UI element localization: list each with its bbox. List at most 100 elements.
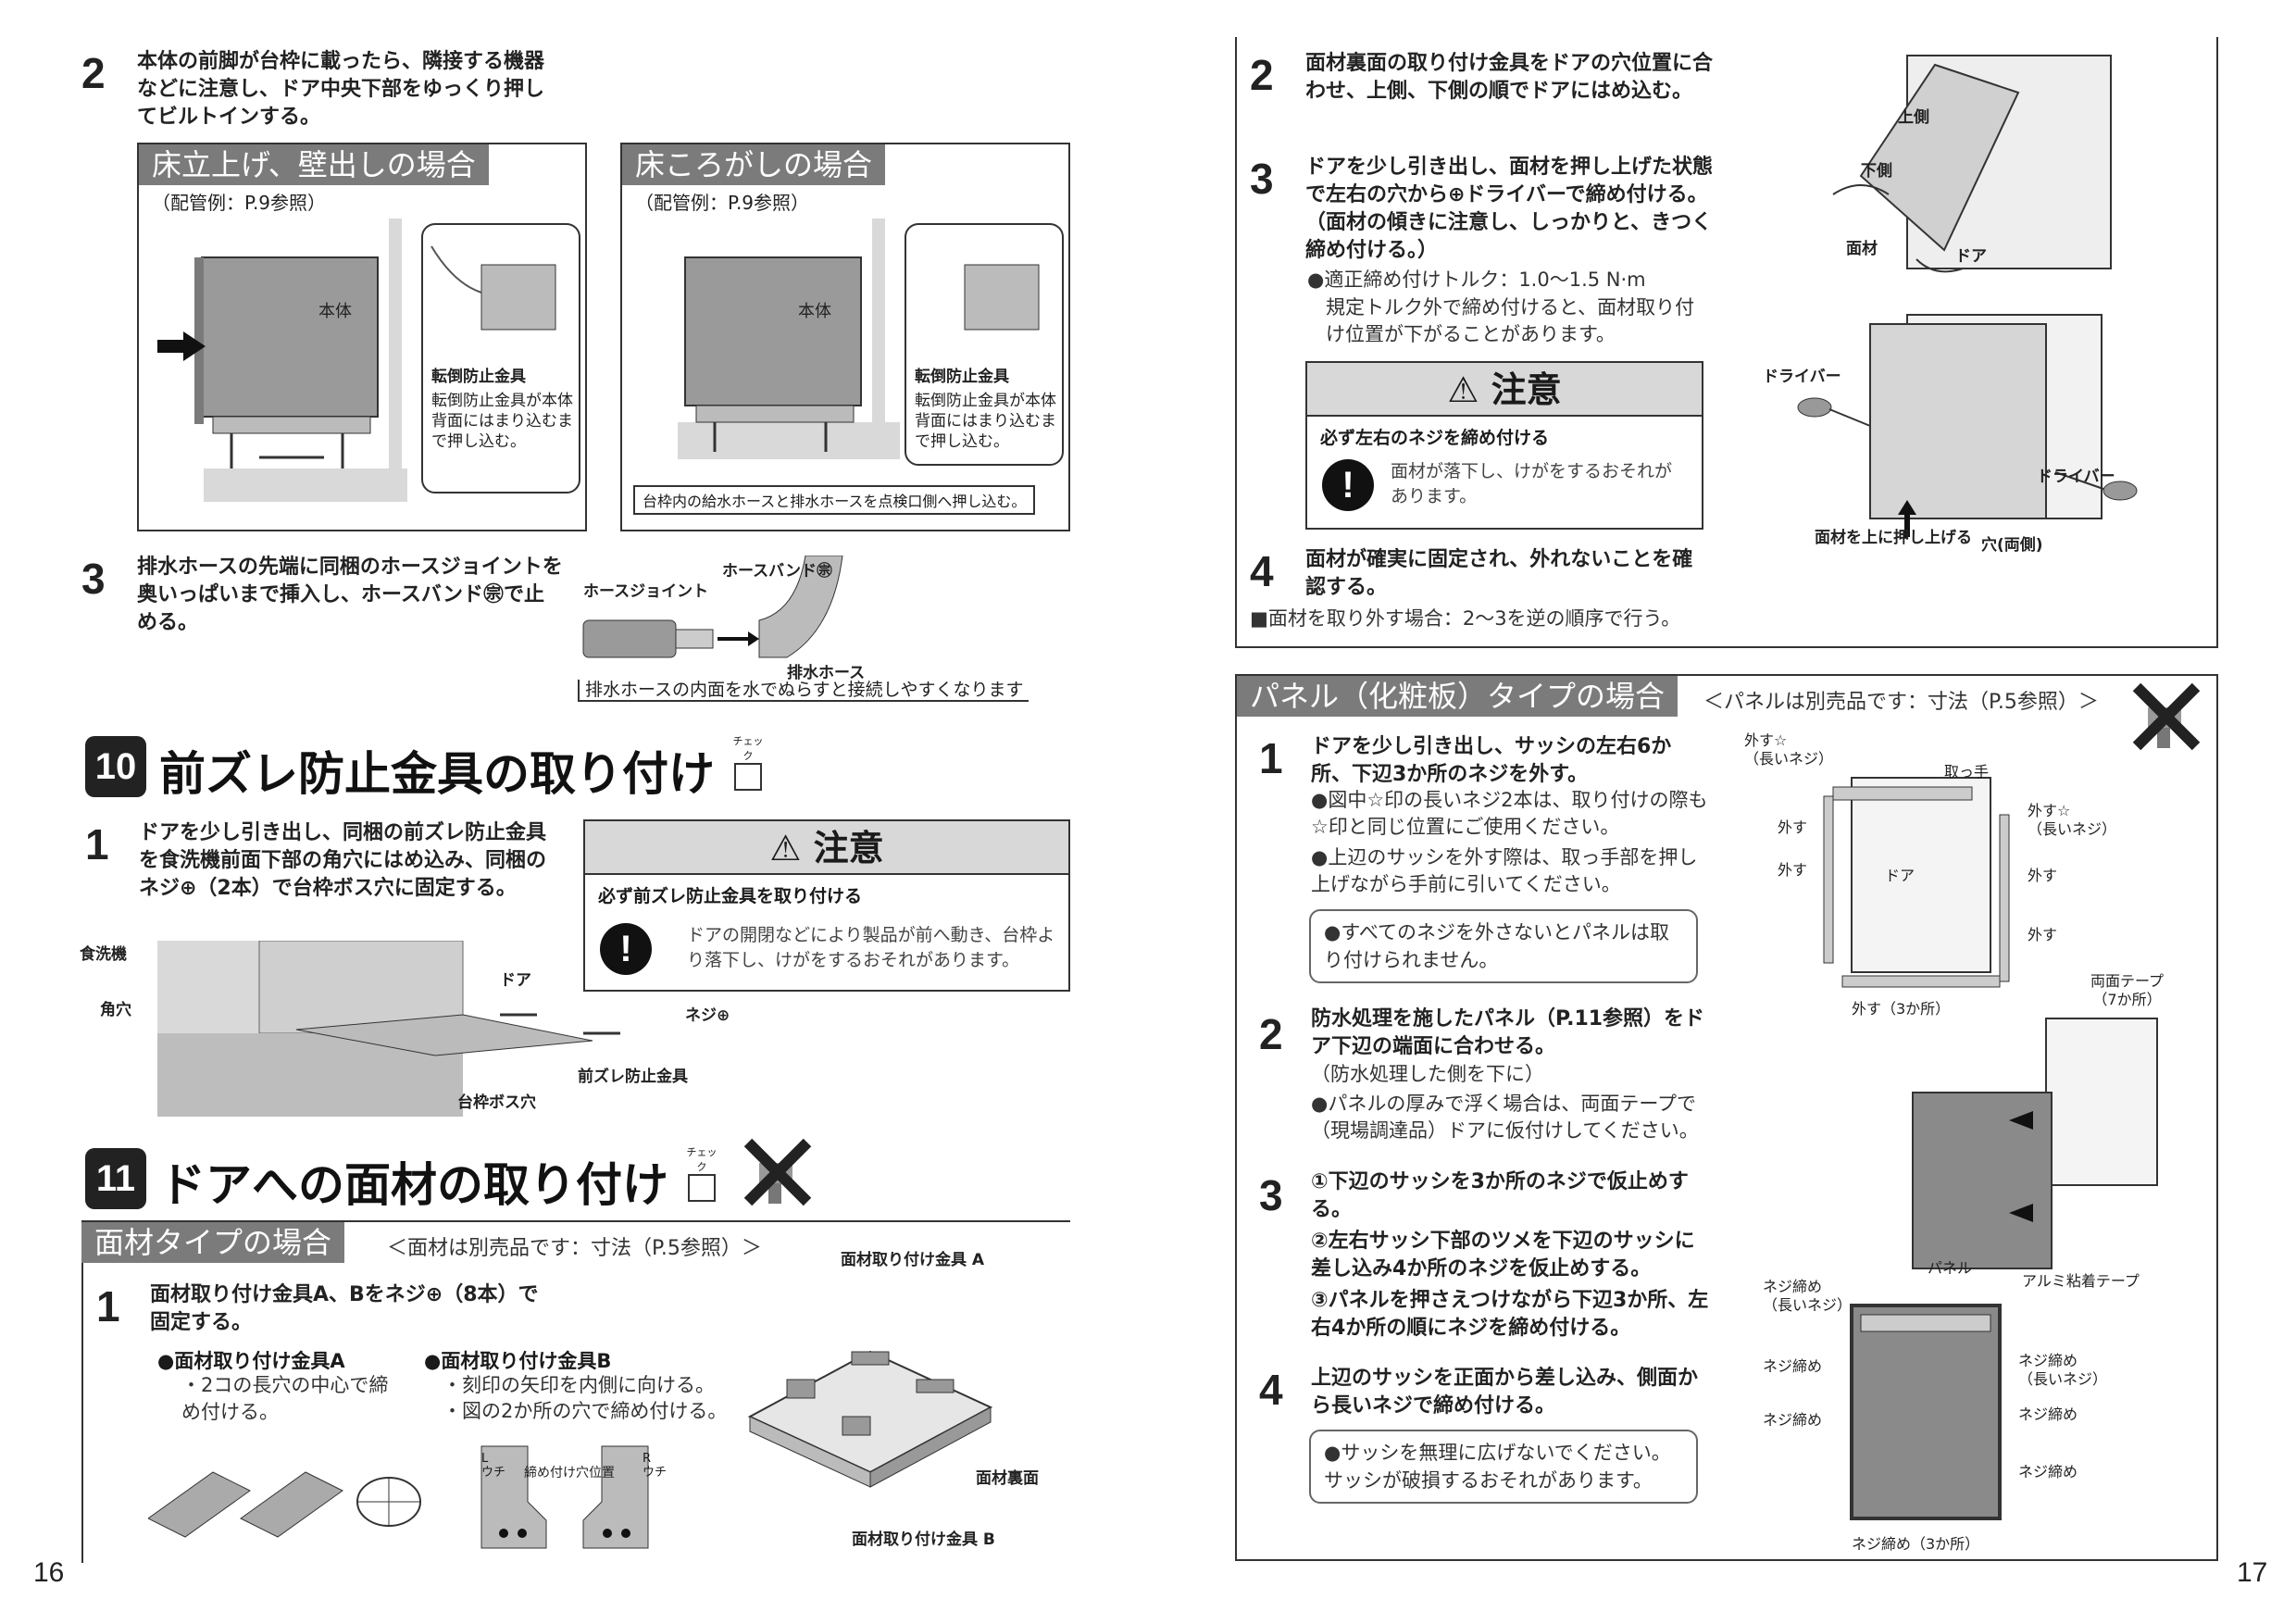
step-text: 本体の前脚が台枠に載ったら、隣接する機器などに注意し、ドア中央下部をゆっくり押し… [137, 50, 545, 129]
bracket-b-diagram [480, 1445, 649, 1549]
exclamation-icon: ! [600, 923, 652, 975]
bullet-note: ●上辺のサッシを外す際は、取っ手部を押し上げながら手前に引いてください。 [1311, 846, 1698, 895]
step-text: 防水処理を施したパネル（P.11参照）をドア下辺の端面に合わせる。 [1311, 1007, 1705, 1058]
check-box[interactable]: チェック [685, 1144, 718, 1202]
handle-label: 取っ手 [1944, 763, 1990, 781]
drain-hose-label: 排水ホース [787, 664, 866, 682]
bracket-label: 転倒防止金具 [915, 368, 1009, 386]
bracket-label: 転倒防止金具 [431, 368, 526, 386]
no-power-drill-icon [743, 1138, 812, 1206]
position-label: 締め付け穴位置 [524, 1466, 615, 1480]
check-box[interactable]: チェック [731, 733, 765, 791]
notice-box: ●すべてのネジを外さないとパネルは取り付けられません。 [1309, 909, 1698, 983]
panel-screw-diagram [1797, 314, 2138, 537]
step-number: 2 [1250, 51, 1274, 99]
fig-bracket-b-label: 面材取り付け金具 B [852, 1530, 995, 1549]
remove-label: 外す [1778, 818, 1808, 836]
fig-panel-back-label: 面材裏面 [976, 1469, 1039, 1488]
step-text: ドアを少し引き出し、面材を押し上げた状態で左右の穴から⊕ドライバーで締め付ける。… [1305, 156, 1714, 262]
step-subtext: （防水処理した側を下に） [1311, 1063, 1544, 1085]
hose-joint-diagram [582, 556, 843, 658]
remove-bottom-label: 外す（3か所） [1852, 1000, 1951, 1018]
step-number: 3 [1250, 155, 1274, 203]
lower-side-label: 下側 [1861, 162, 1892, 181]
section-number: 11 [85, 1148, 146, 1209]
caution-body: 面材が落下し、けがをするおそれがあります。 [1391, 461, 1673, 506]
step-text: 排水ホースの先端に同梱のホースジョイントを奥いっぱいまで挿入し、ホースバンド㊪で… [137, 556, 563, 634]
panel-type-note: ＜パネルは別売品です：寸法（P.5参照）＞ [1703, 691, 2099, 714]
screw-label: ネジ⊕ [685, 1006, 730, 1025]
step-text: ドアを少し引き出し、サッシの左右6か所、下辺3か所のネジを外す。 [1311, 735, 1672, 786]
front-bracket-diagram [157, 941, 620, 1117]
door-label: ドア [1955, 247, 1987, 266]
caution-head: ⚠ 注意 [585, 821, 1068, 875]
tape-label: 両面テープ （7か所） [2090, 972, 2165, 1008]
caution-box: ⚠ 注意 必ず前ズレ防止金具を取り付ける ! ドアの開閉などにより製品が前へ動き… [583, 819, 1070, 992]
bracket-note: 転倒防止金具が本体背面にはまり込むまで押し込む。 [915, 392, 1056, 451]
sash-removal-diagram [1823, 777, 2010, 988]
tighten-bottom-label: ネジ締め（3か所） [1852, 1535, 1980, 1553]
warning-triangle-icon: ⚠ [1447, 369, 1479, 410]
section-title: ドアへの面材の取り付け [159, 1158, 668, 1212]
bracket-b-note2: ・図の2か所の穴で締め付ける。 [443, 1400, 728, 1422]
torque-note: 規定トルク外で締め付けると、面材取り付け位置が下がることがあります。 [1326, 296, 1695, 345]
step-number: 3 [81, 555, 106, 603]
step-text: 面材取り付け金具A、Bをネジ⊕（8本）で固定する。 [150, 1283, 539, 1334]
panel-tighten-diagram [1850, 1304, 2002, 1520]
bracket-b-title: ●面材取り付け金具B [424, 1350, 612, 1372]
case-ref: （配管例：P.9参照） [635, 192, 810, 214]
caution-body: ドアの開閉などにより製品が前へ動き、台枠より落下し、けがをするおそれがあります。 [687, 925, 1055, 970]
tighten-long-label: ネジ締め （長いネジ） [2018, 1352, 2108, 1388]
section-number: 10 [85, 736, 146, 797]
section-title: 前ズレ防止金具の取り付け [159, 747, 715, 801]
hose-joint-label: ホースジョイント [583, 582, 709, 601]
page-number: 16 [33, 1557, 65, 1588]
panel-type-frame [1235, 674, 2218, 1561]
panel-type-bar: パネル（化粧板）タイプの場合 [1237, 676, 1678, 717]
exclamation-icon: ! [1322, 459, 1374, 511]
notice-box: ●サッシを無理に広げないでください。サッシが破損するおそれがあります。 [1309, 1430, 1698, 1504]
caution-sub: 必ず前ズレ防止金具を取り付ける [598, 886, 863, 906]
right-top-frame [1235, 37, 2218, 648]
push-up-label: 面材を上に押し上げる [1815, 529, 1972, 547]
step-text: ③パネルを押さえつけながら下辺3か所、左右4か所の順にネジを締め付ける。 [1311, 1289, 1709, 1340]
bracket-b-note1: ・刻印の矢印を内側に向ける。 [443, 1374, 715, 1396]
bullet-note: ●パネルの厚みで浮く場合は、両面テープで（現場調達品）ドアに仮付けしてください。 [1311, 1093, 1699, 1142]
panel-tape-diagram [1912, 1018, 2158, 1269]
caution-head: ⚠ 注意 [1307, 363, 1702, 417]
upper-side-label: 上側 [1898, 108, 1929, 127]
hose-tip: 排水ホースの内面を水でぬらすと接続しやすくなります [578, 680, 1029, 702]
l-mark: L ウチ [481, 1452, 506, 1480]
step-text: ①下辺のサッシを3か所のネジで仮止めする。 [1311, 1170, 1689, 1221]
panel-type-bar: 面材タイプの場合 [81, 1222, 345, 1263]
case-floor-raised-box: 床立上げ、壁出しの場合 （配管例：P.9参照） 本体 転倒防止金具 転倒防止金具… [137, 143, 587, 531]
caution-sub: 必ず左右のネジを締め付ける [1320, 428, 1550, 448]
step-text: ②左右サッシ下部のツメを下辺のサッシに差し込み4か所のネジを仮止めする。 [1311, 1230, 1695, 1280]
remove-label: 外す [1778, 861, 1808, 879]
boss-label: 台枠ボス穴 [457, 1093, 536, 1112]
step-number: 1 [1259, 734, 1283, 782]
panel-label: 面材 [1846, 240, 1878, 258]
step-number: 3 [1259, 1171, 1283, 1219]
bracket-a-note: ・2コの長穴の中心で締め付ける。 [181, 1374, 389, 1423]
bracket-label: 前ズレ防止金具 [578, 1068, 688, 1086]
panel-back-diagram [747, 1350, 993, 1488]
hole-label: 穴(両側) [1981, 536, 2043, 555]
check-square-icon [734, 763, 762, 791]
install-diagram-b [678, 219, 1064, 466]
step-text: ドアを少し引き出し、同梱の前ズレ防止金具を食洗機前面下部の角穴にはめ込み、同梱の… [139, 821, 547, 900]
bracket-a-title: ●面材取り付け金具A [157, 1350, 345, 1372]
warning-triangle-icon: ⚠ [769, 828, 802, 868]
step-text: 面材裏面の取り付け金具をドアの穴位置に合わせ、上側、下側の順でドアにはめ込む。 [1305, 52, 1714, 103]
bracket-a-diagram [148, 1471, 421, 1538]
remove-star-label: 外す☆ （長いネジ） [2028, 802, 2117, 838]
remove-star-label: 外す☆ （長いネジ） [1744, 731, 1834, 768]
panel-mount-diagram [1832, 55, 2112, 273]
step-text: 面材が確実に固定され、外れないことを確認する。 [1305, 548, 1693, 599]
step-number: 1 [96, 1282, 120, 1330]
fig-bracket-a-label: 面材取り付け金具 A [841, 1251, 985, 1269]
install-diagram-a [157, 219, 580, 502]
no-power-drill-icon [2132, 682, 2201, 751]
remove-label: 外す [2028, 867, 2058, 884]
door-label: ドア [1885, 867, 1915, 884]
